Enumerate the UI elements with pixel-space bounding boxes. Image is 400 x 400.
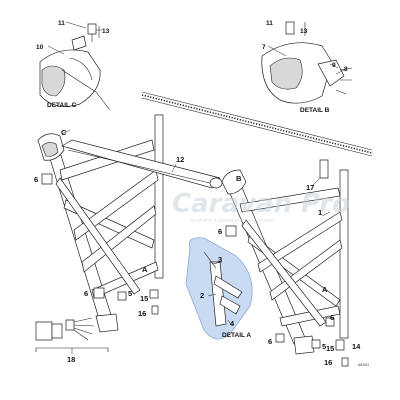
callout-a-left: A	[142, 265, 148, 274]
callout-b: B	[236, 174, 242, 183]
callout-6-right-mid: 6	[330, 313, 334, 322]
callout-11-c: 11	[58, 20, 65, 27]
callout-6-left-bottom: 6	[84, 289, 88, 298]
callout-7: 7	[262, 44, 266, 51]
callout-a-right: A	[322, 285, 328, 294]
left-arm-assembly	[37, 114, 164, 333]
callout-6-right-top: 6	[218, 227, 222, 236]
callout-15-right: 15	[326, 344, 334, 353]
watermark-brand: Caravan Pro	[172, 189, 350, 219]
detail-b-inset	[261, 21, 353, 104]
callout-5-right: 5	[322, 342, 326, 351]
detail-a-inset	[185, 237, 253, 340]
awning-rail	[141, 91, 373, 157]
callout-labels: 11 13 10 DETAIL C 11 13 7 9 8 DETAIL B C…	[34, 20, 369, 367]
callout-4: 4	[230, 319, 235, 328]
callout-18: 18	[67, 355, 75, 364]
callout-12: 12	[176, 155, 184, 164]
callout-5-left: 5	[128, 289, 132, 298]
callout-10: 10	[36, 44, 44, 51]
callout-9: 9	[332, 62, 336, 69]
wiring-harness	[35, 317, 109, 354]
callout-8: 8	[344, 66, 348, 73]
roller-tube	[61, 139, 223, 189]
callout-2: 2	[200, 291, 204, 300]
detail-a-title: DETAIL A	[222, 332, 251, 339]
callout-17: 17	[306, 183, 314, 192]
detail-b-title: DETAIL B	[300, 107, 330, 114]
callout-11-b: 11	[266, 20, 273, 27]
callout-3: 3	[218, 255, 222, 264]
callout-c: C	[61, 128, 67, 137]
callout-14: 14	[352, 342, 361, 351]
callout-13-c: 13	[102, 28, 110, 35]
callout-15-left: 15	[140, 294, 148, 303]
callout-6-left-top: 6	[34, 175, 38, 184]
callout-13-b: 13	[300, 28, 308, 35]
right-arm-assembly	[221, 159, 349, 367]
callout-1: 1	[318, 208, 322, 217]
callout-6-right-bottom: 6	[268, 337, 272, 346]
detail-c-title: DETAIL C	[47, 102, 77, 109]
watermark-tagline: Australia's ultimate RV accessory	[189, 218, 275, 224]
callout-16-right: 16	[324, 358, 332, 367]
detail-c-inset	[39, 21, 111, 111]
callout-16-left: 16	[138, 309, 146, 318]
drawing-code: A6502	[358, 363, 369, 367]
watermark: Caravan Pro Australia's ultimate RV acce…	[172, 189, 350, 224]
